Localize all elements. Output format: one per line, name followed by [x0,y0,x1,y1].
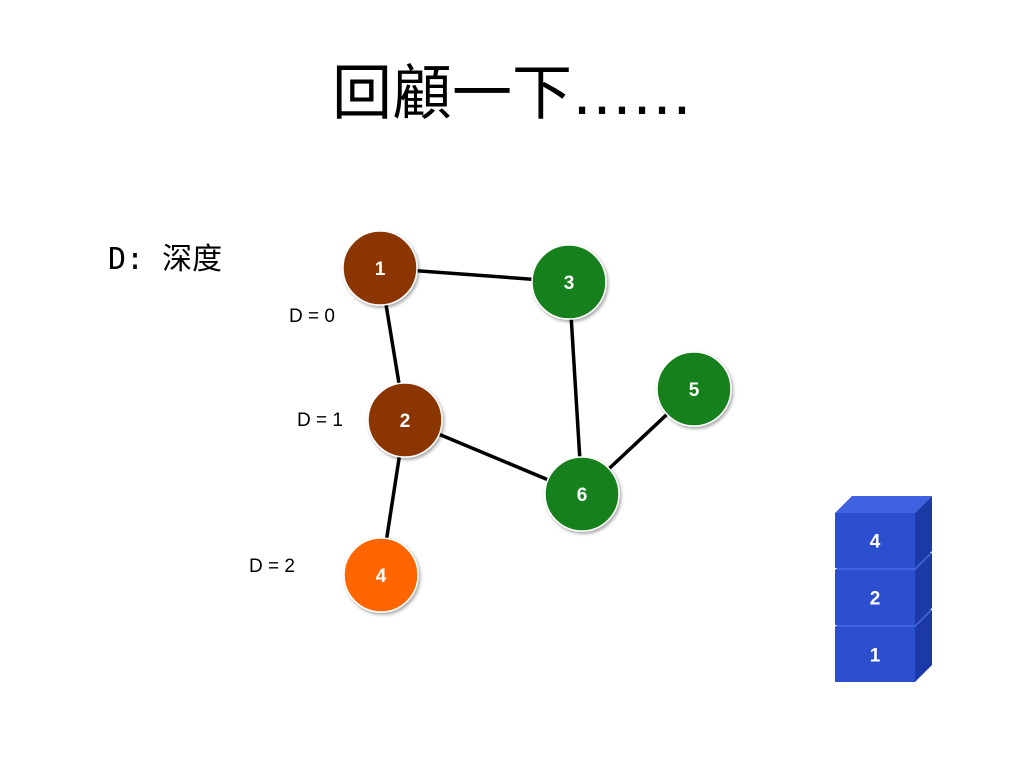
node-circle [531,244,607,320]
node-4: 4 [343,537,419,613]
stack-box-side [915,610,932,682]
node-2: 2 [367,382,443,458]
node-circle [544,456,620,532]
depth-label-node-2: D = 1 [297,410,343,431]
node-label: 1 [375,259,386,280]
stack-item-label: 1 [870,646,881,667]
node-3: 3 [531,244,607,320]
stack-item-label: 2 [870,589,881,610]
node-circle [367,382,443,458]
node-circle [343,537,419,613]
depth-legend: D: 深度 [108,242,223,277]
stack-box-front [835,513,915,568]
node-label: 4 [376,566,387,587]
stack-item-4: 4 [835,496,932,568]
stack: 1 2 4 [835,496,932,682]
node-label: 5 [689,380,700,401]
depth-label-node-4: D = 2 [249,556,295,577]
stack-box-front [835,570,915,625]
node-5: 5 [656,351,732,427]
node-label: 6 [577,485,588,506]
stack-box-top [835,496,932,513]
node-6: 6 [544,456,620,532]
stack-box-front [835,627,915,682]
node-label: 2 [400,411,411,432]
depth-label-node-1: D = 0 [289,306,335,327]
stack-box-side [915,496,932,568]
node-label: 3 [564,273,575,294]
nodes-layer: 1 2 3 4 5 6 [342,230,732,613]
stack-item-label: 4 [870,532,881,553]
slide-title: 回顧一下…… [332,59,692,129]
node-circle [342,230,418,306]
node-circle [656,351,732,427]
node-1: 1 [342,230,418,306]
stack-box-side [915,553,932,625]
